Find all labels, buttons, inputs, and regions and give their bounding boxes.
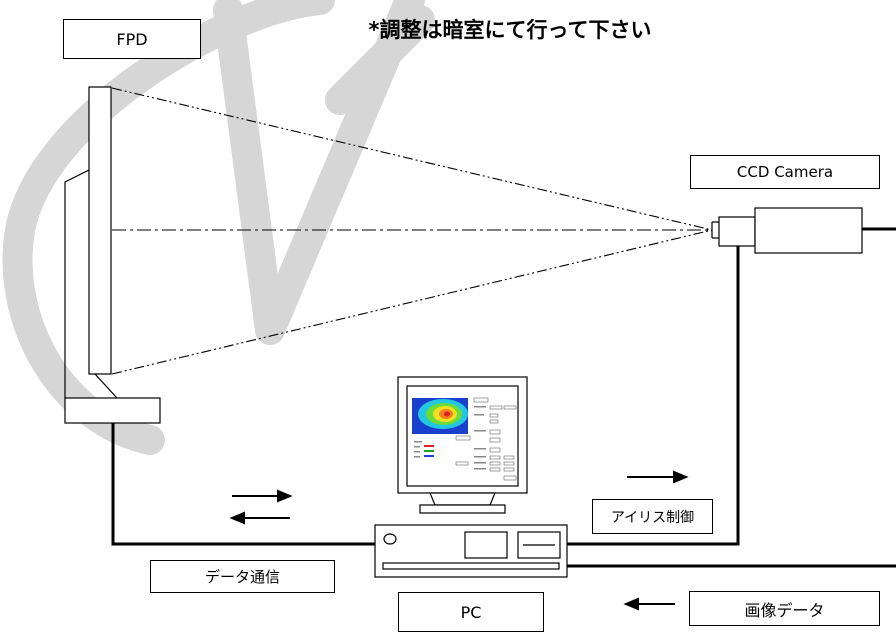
- cables: [111, 246, 896, 568]
- camera-body: [754, 207, 863, 254]
- data-comm-label: データ通信: [150, 560, 335, 593]
- arrow-left-image-head: [623, 597, 639, 611]
- arrow-left-data-head: [229, 511, 245, 525]
- projection-line-top: [111, 87, 713, 231]
- fpd-neck: [94, 373, 118, 399]
- fpd-back: [64, 169, 90, 398]
- watermark-v-stroke-left: [213, 0, 285, 345]
- ccd-camera: [711, 207, 896, 254]
- page-title: *調整は暗室にて行って下さい: [368, 18, 652, 42]
- fpd-label: FPD: [63, 19, 201, 59]
- camera-lens: [718, 216, 756, 247]
- fpd-base: [64, 397, 161, 424]
- watermark-i-stroke: [325, 5, 435, 115]
- cable-camera-to-pc: [567, 246, 740, 546]
- iris-control-label: アイリス制御: [592, 499, 713, 534]
- watermark: [2, 0, 435, 455]
- pc-monitor-stand: [429, 492, 496, 506]
- arrow-right-data-head: [277, 489, 293, 503]
- pc-monitor-foot: [419, 504, 506, 514]
- arrow-right-iris-head: [673, 470, 689, 484]
- pc-label: PC: [398, 592, 544, 632]
- arrows: [229, 470, 689, 611]
- pc-computer: [374, 376, 568, 578]
- fpd-panel: [88, 86, 112, 375]
- ccd-camera-label: CCD Camera: [690, 155, 880, 189]
- pc-power-button: [383, 533, 397, 545]
- watermark-c-stroke: [2, 0, 335, 455]
- cable-fpd-to-pc: [111, 423, 375, 546]
- pc-front-slot: [382, 562, 560, 570]
- image-data-label: 画像データ: [689, 591, 880, 626]
- pc-drive-bay-1: [464, 531, 508, 559]
- projection-lines: [111, 87, 713, 375]
- projection-line-bottom: [111, 229, 713, 375]
